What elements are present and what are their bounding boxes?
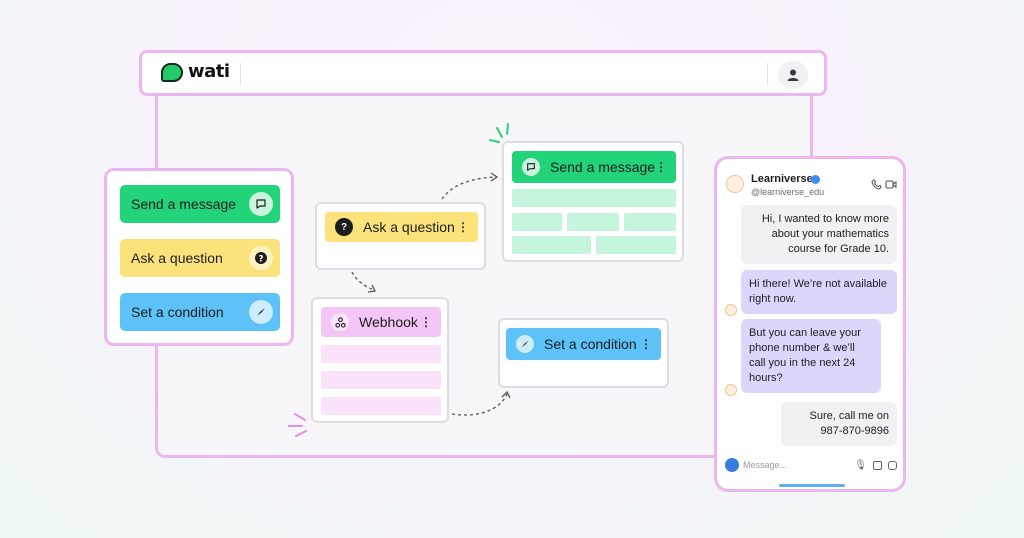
palette-item-label: Send a message [131,196,237,212]
palette-set-condition[interactable]: Set a condition [120,293,280,331]
compass-icon [516,335,534,353]
node-title: Ask a question [363,219,455,235]
contact-avatar [726,175,744,193]
phone-icon[interactable] [871,179,882,190]
contact-handle: @learniverse_edu [751,187,825,197]
question-icon: ? [249,246,273,270]
flow-node-webhook[interactable]: Webhook ⋮ [311,297,449,423]
message-input[interactable]: Message... [743,460,788,470]
message-composer[interactable]: Message... 🎙 [725,457,897,473]
user-icon [787,69,799,81]
question-icon: ? [335,218,353,236]
placeholder-bar [321,397,441,415]
mic-icon[interactable]: 🎙 [854,459,867,471]
node-header[interactable]: Webhook ⋮ [321,307,441,337]
more-options-icon[interactable]: ⋮ [457,220,469,234]
contact-name: Learniverse [751,173,813,185]
flow-node-send-message[interactable]: Send a message ⋮ [502,141,684,262]
contact-avatar [725,304,737,316]
flow-node-ask-question[interactable]: ? Ask a question ⋮ [315,202,486,270]
message-outgoing: Hi, I wanted to know more about your mat… [741,205,897,264]
video-icon[interactable] [885,179,897,190]
wati-logo-icon [161,63,183,82]
placeholder-bar [512,213,562,231]
node-palette: Send a message Ask a question ? Set a co… [104,168,294,346]
placeholder-bar [596,236,676,254]
home-indicator [779,484,845,487]
palette-item-label: Set a condition [131,304,224,320]
chat-preview-panel: Learniverse @learniverse_edu Hi, I wante… [714,156,906,492]
image-icon[interactable] [873,460,882,470]
placeholder-bar [567,213,619,231]
node-header[interactable]: Send a message ⋮ [512,151,676,183]
more-options-icon[interactable]: ⋮ [420,315,432,329]
top-search-bar[interactable] [240,63,768,85]
flow-node-set-condition[interactable]: Set a condition ⋮ [498,318,669,388]
placeholder-bar [321,371,441,389]
more-options-icon[interactable]: ⋮ [640,337,652,351]
verified-badge-icon [811,175,820,184]
camera-icon[interactable] [725,458,739,472]
compass-icon [249,300,273,324]
placeholder-bar [512,236,591,254]
top-bar: wati [139,50,827,96]
palette-ask-question[interactable]: Ask a question ? [120,239,280,277]
node-header[interactable]: Set a condition ⋮ [506,328,661,360]
palette-item-label: Ask a question [131,250,223,266]
sparkle-pink-icon [288,413,307,437]
node-title: Webhook [359,314,418,330]
palette-send-message[interactable]: Send a message [120,185,280,223]
more-options-icon[interactable]: ⋮ [655,160,667,174]
message-incoming: But you can leave your phone number & we… [741,319,881,393]
webhook-icon [331,313,349,331]
app-logo-text: wati [188,61,230,82]
message-outgoing: Sure, call me on 987-870-9896 [781,402,897,446]
sticker-icon[interactable] [888,460,897,470]
user-avatar-button[interactable] [778,61,808,89]
sparkle-green-icon [489,123,509,143]
placeholder-bar [512,189,676,207]
chat-bubble-icon [249,192,273,216]
node-title: Set a condition [544,336,637,352]
placeholder-bar [624,213,676,231]
svg-text:?: ? [258,255,263,265]
message-incoming: Hi there! We’re not available right now. [741,270,897,314]
node-title: Send a message [550,159,656,175]
placeholder-bar [321,345,441,363]
node-header[interactable]: ? Ask a question ⋮ [325,212,478,242]
contact-avatar [725,384,737,396]
chat-bubble-icon [522,158,540,176]
